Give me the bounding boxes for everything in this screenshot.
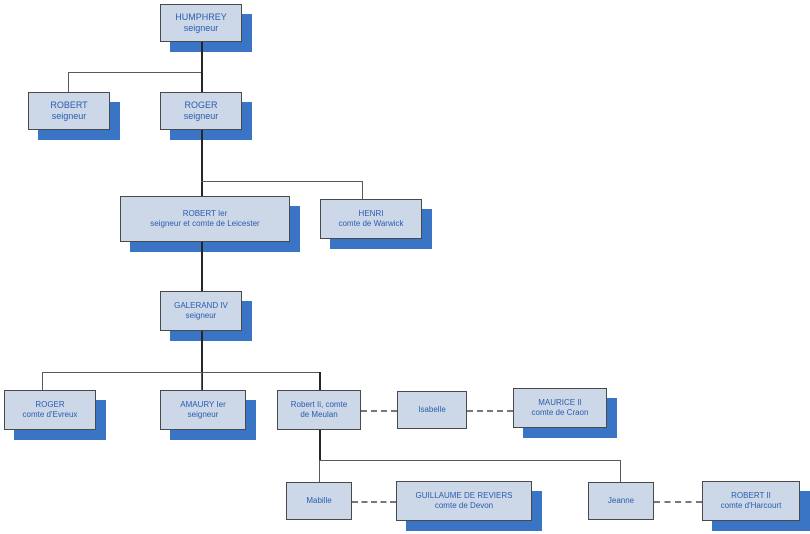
- connector-roger-up: [201, 72, 203, 92]
- node-title: GALERAND IV: [174, 301, 228, 311]
- connector-robertier-down: [201, 242, 203, 291]
- connector-roger-bar: [201, 181, 363, 182]
- node-title: ROGER: [35, 400, 65, 410]
- connector-henri-up: [362, 181, 363, 199]
- marriage-link-isabelle-maurice: [467, 410, 513, 412]
- connector-robert-up: [68, 72, 69, 92]
- connector-amaury-up: [201, 372, 202, 390]
- node-subtitle: de Meulan: [300, 410, 338, 419]
- node-subtitle: seigneur et comte de Leicester: [150, 219, 260, 228]
- node-title: HUMPHREY: [175, 12, 227, 23]
- connector-galerand-bar: [42, 372, 320, 373]
- connector-jeanne-up: [620, 460, 621, 482]
- node-title: ROBERT II: [731, 491, 771, 501]
- node-isabelle[interactable]: Isabelle: [397, 391, 467, 429]
- node-title: ROGER: [184, 100, 218, 111]
- node-title: GUILLAUME DE REVIERS: [415, 491, 513, 501]
- node-robert-ier[interactable]: ROBERT Ier seigneur et comte de Leiceste…: [120, 196, 290, 242]
- node-subtitle: seigneur: [185, 311, 217, 320]
- node-subtitle: seigneur: [183, 23, 219, 33]
- node-title: Jeanne: [607, 496, 635, 506]
- node-subtitle: comte d'Evreux: [22, 410, 78, 419]
- node-humphrey[interactable]: HUMPHREY seigneur: [160, 4, 242, 42]
- node-henri[interactable]: HENRI comte de Warwick: [320, 199, 422, 239]
- connector-humphrey-down: [201, 42, 203, 73]
- connector-mabille-up: [319, 460, 320, 482]
- connector-galerand-down: [201, 331, 203, 390]
- node-jeanne[interactable]: Jeanne: [588, 482, 654, 520]
- node-subtitle: comte de Warwick: [338, 219, 404, 228]
- node-title: Robert Ii, comte: [290, 400, 348, 410]
- connector-children-bar: [319, 460, 620, 461]
- node-subtitle: comte d'Harcourt: [720, 501, 782, 510]
- node-title: MAURICE II: [538, 398, 582, 408]
- node-title: ROBERT Ier: [182, 209, 228, 219]
- node-title: ROBERT: [50, 100, 88, 111]
- node-robert-ii-meulan[interactable]: Robert Ii, comte de Meulan: [277, 390, 361, 430]
- node-robert-ii-harcourt[interactable]: ROBERT II comte d'Harcourt: [702, 481, 800, 521]
- marriage-link-mabille-guillaume: [352, 501, 396, 503]
- node-subtitle: seigneur: [187, 410, 219, 419]
- node-mabille[interactable]: Mabille: [286, 482, 352, 520]
- connector-rogerev-up: [42, 372, 43, 390]
- node-subtitle: seigneur: [51, 111, 87, 121]
- connector-roger-down: [201, 130, 203, 196]
- node-subtitle: seigneur: [183, 111, 219, 121]
- node-amaury-ier[interactable]: AMAURY Ier seigneur: [160, 390, 246, 430]
- node-galerand-iv[interactable]: GALERAND IV seigneur: [160, 291, 242, 331]
- node-subtitle: comte de Craon: [531, 408, 589, 417]
- connector-robertii-down: [319, 430, 321, 460]
- node-maurice-ii[interactable]: MAURICE II comte de Craon: [513, 388, 607, 428]
- marriage-link-jeanne-roberth: [654, 501, 702, 503]
- node-guillaume-de-reviers[interactable]: GUILLAUME DE REVIERS comte de Devon: [396, 481, 532, 521]
- connector-humphrey-bar: [68, 72, 202, 73]
- node-roger[interactable]: ROGER seigneur: [160, 92, 242, 130]
- node-title: Mabille: [306, 496, 332, 506]
- connector-robertii-up: [319, 372, 321, 390]
- node-roger-evreux[interactable]: ROGER comte d'Evreux: [4, 390, 96, 430]
- node-title: Isabelle: [418, 405, 446, 415]
- node-title: AMAURY Ier: [180, 400, 226, 410]
- node-title: HENRI: [358, 209, 384, 219]
- node-robert[interactable]: ROBERT seigneur: [28, 92, 110, 130]
- marriage-link-robertii-isabelle: [361, 410, 397, 412]
- node-subtitle: comte de Devon: [434, 501, 494, 510]
